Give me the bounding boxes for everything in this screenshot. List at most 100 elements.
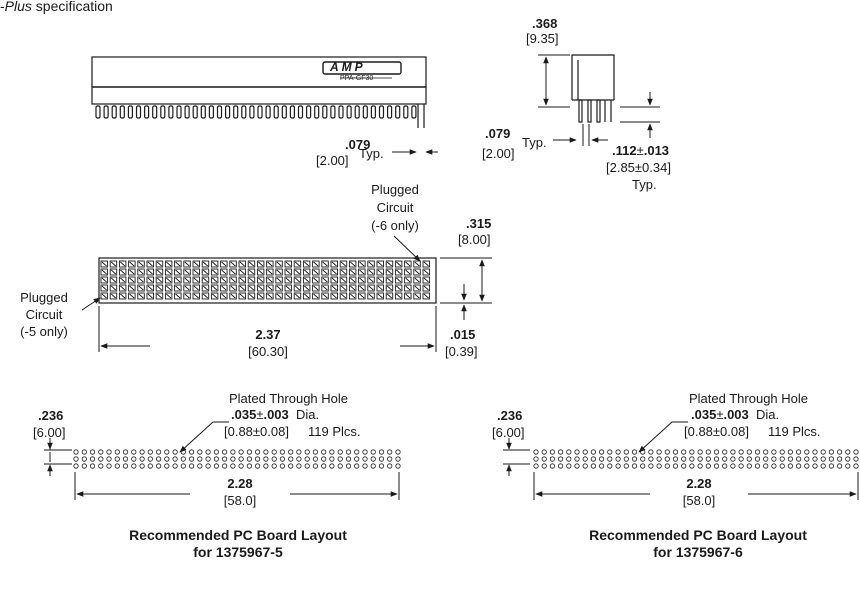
pcb5-hole bbox=[370, 456, 376, 462]
contact-cell bbox=[164, 276, 173, 284]
contact-cell-mark bbox=[350, 277, 356, 283]
pcb5-hole bbox=[189, 456, 195, 462]
contact-cell bbox=[302, 276, 311, 284]
pcb6-hole bbox=[656, 463, 662, 469]
contact-cell bbox=[247, 276, 256, 284]
pcb6-hole bbox=[853, 456, 859, 462]
pcb5-hole bbox=[387, 449, 393, 455]
contact-cell-mark bbox=[221, 293, 227, 299]
contact-cell-mark bbox=[221, 269, 227, 275]
pcb5-hole bbox=[263, 463, 269, 469]
pcb6-hole bbox=[582, 456, 588, 462]
pcb5-hole bbox=[222, 449, 228, 455]
pcb5-hole bbox=[213, 449, 219, 455]
contact-cell bbox=[266, 260, 274, 268]
side-tail-in-b: .013 bbox=[643, 143, 670, 158]
pcb6-hole bbox=[640, 463, 646, 469]
contact-cell-mark bbox=[331, 261, 337, 267]
contact-cell-mark bbox=[396, 269, 402, 275]
front-view-connector bbox=[91, 56, 427, 128]
pcb6-hole bbox=[697, 449, 703, 455]
contact-cell bbox=[330, 260, 338, 268]
contact-cell bbox=[201, 276, 210, 284]
pcb-layout-6-dimensions bbox=[503, 421, 859, 500]
front-pin bbox=[225, 105, 231, 119]
pcb6-caption-line-1: Recommended PC Board Layout bbox=[589, 527, 807, 543]
contact-cell bbox=[256, 260, 265, 268]
contact-cell-mark bbox=[120, 261, 126, 267]
contact-cell-mark bbox=[368, 261, 374, 267]
contact-cell-mark bbox=[304, 285, 310, 291]
pcb5-hole bbox=[230, 456, 236, 462]
pcb6-hole bbox=[779, 463, 785, 469]
pcb5-hole bbox=[395, 463, 401, 469]
contact-cell-mark bbox=[101, 285, 107, 291]
pcb5-hole bbox=[288, 463, 294, 469]
contact-cell-mark bbox=[193, 277, 199, 283]
front-view-pins bbox=[95, 105, 417, 119]
contact-cell-mark bbox=[386, 277, 392, 283]
contact-cell bbox=[376, 284, 384, 292]
contact-cell-mark bbox=[110, 285, 116, 291]
pcb5-hole bbox=[89, 463, 96, 469]
contact-cell bbox=[146, 268, 154, 276]
contact-cell bbox=[358, 292, 366, 300]
pcb5-hole bbox=[370, 449, 376, 455]
contact-cell-mark bbox=[285, 269, 291, 275]
plugged-circuit-5-label-1: Plugged bbox=[20, 290, 68, 305]
pcb-layout-5-holes bbox=[73, 449, 401, 469]
side-tail-pm: ± bbox=[636, 143, 644, 158]
contact-cell-mark bbox=[340, 261, 346, 267]
contact-cell-mark bbox=[267, 277, 273, 283]
contact-cell bbox=[266, 268, 274, 276]
contact-cell-mark bbox=[304, 277, 310, 283]
pcb6-hole bbox=[763, 463, 769, 469]
front-pin bbox=[233, 105, 239, 119]
contact-cell-mark bbox=[193, 285, 199, 291]
contact-cell bbox=[118, 260, 127, 268]
pcb5-hole bbox=[337, 456, 343, 462]
contact-cell bbox=[404, 268, 412, 276]
pcb5-hole bbox=[205, 463, 211, 469]
pcb6-hole bbox=[771, 463, 777, 469]
pcb6-hole bbox=[681, 463, 687, 469]
pcb6-hole bbox=[541, 463, 547, 469]
pcb6-row-spacing-mm: [6.00] bbox=[492, 425, 525, 440]
pcb5-hole bbox=[172, 463, 178, 469]
pcb6-hole bbox=[607, 449, 613, 455]
side-pitch-typ: Typ. bbox=[522, 135, 547, 150]
pcb5-hole bbox=[321, 456, 327, 462]
pcb6-hole bbox=[779, 456, 785, 462]
contact-cell bbox=[192, 260, 200, 268]
front-pin bbox=[297, 105, 304, 119]
pcb6-hole bbox=[771, 449, 777, 455]
contact-cell-mark bbox=[396, 277, 402, 283]
contact-cell-mark bbox=[156, 293, 162, 299]
pcb5-hole bbox=[329, 456, 335, 462]
front-pin bbox=[354, 105, 360, 119]
contact-cell-mark bbox=[322, 293, 328, 299]
pcb6-hole bbox=[763, 449, 769, 455]
contact-cell-mark bbox=[377, 269, 383, 275]
contact-cell bbox=[275, 268, 283, 276]
contact-cell bbox=[256, 268, 265, 276]
pcb5-hole bbox=[147, 456, 153, 462]
contact-cell-mark bbox=[405, 269, 411, 275]
contact-cell bbox=[174, 268, 182, 276]
contact-cell bbox=[118, 276, 127, 284]
pcb6-hole bbox=[845, 449, 851, 455]
contact-cell-mark bbox=[294, 269, 300, 275]
pcb6-hole bbox=[656, 449, 662, 455]
pcb5-hole bbox=[89, 449, 96, 455]
pcb5-hole bbox=[387, 456, 393, 462]
contact-cell-mark bbox=[294, 285, 300, 291]
contact-cell-mark bbox=[175, 293, 181, 299]
top-length-in: 2.37 bbox=[255, 327, 281, 342]
pcb5-hole bbox=[246, 456, 252, 462]
contact-cell bbox=[100, 292, 108, 300]
contact-cell bbox=[201, 260, 210, 268]
pcb6-hole bbox=[549, 449, 556, 455]
front-pin bbox=[411, 105, 417, 119]
contact-cell bbox=[376, 260, 384, 268]
contact-cell-mark bbox=[313, 269, 319, 275]
